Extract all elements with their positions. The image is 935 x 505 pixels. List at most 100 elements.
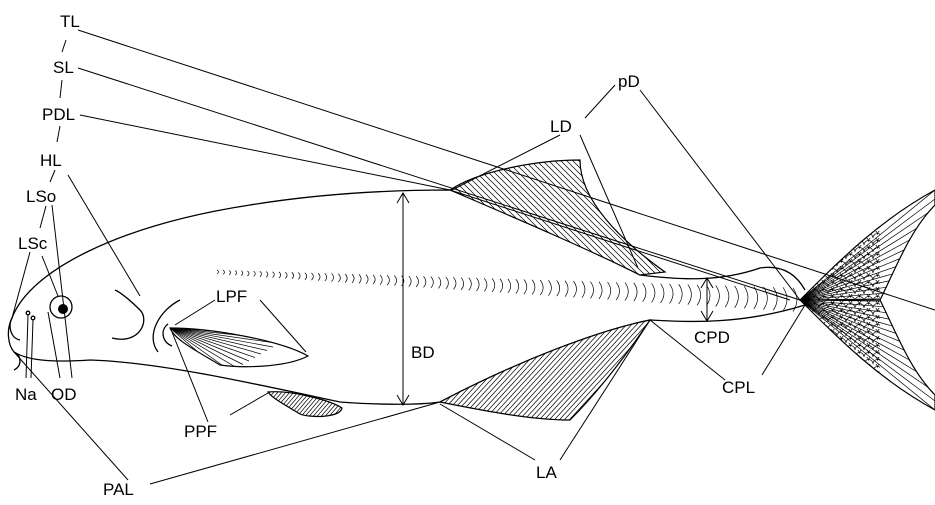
fin-ray bbox=[170, 328, 232, 367]
cpd-arrow bbox=[700, 277, 714, 322]
lateral-line-scute bbox=[222, 269, 225, 275]
fin-ray bbox=[700, 150, 840, 290]
lateral-line-scute bbox=[483, 278, 488, 292]
lateral-line-scute bbox=[499, 278, 504, 293]
label-pal: PAL bbox=[103, 480, 134, 499]
fin-ray bbox=[450, 160, 493, 275]
ld-label-line-right bbox=[579, 134, 639, 269]
lateral-line-scute bbox=[331, 273, 334, 282]
lsc-line-od bbox=[41, 255, 59, 297]
fin-ray bbox=[170, 328, 274, 348]
fin-ray bbox=[450, 160, 505, 275]
lateral-line-scute bbox=[386, 275, 390, 286]
pdl-line bbox=[79, 114, 451, 191]
fin-ray bbox=[450, 160, 499, 275]
lateral-line-scute bbox=[642, 282, 647, 302]
lateral-line-scute bbox=[304, 272, 308, 280]
fin-ray bbox=[450, 160, 457, 275]
lateral-line-scute bbox=[539, 279, 544, 296]
lateral-line-scute bbox=[241, 270, 244, 276]
fin-ray bbox=[304, 150, 444, 290]
lateral-line-scute bbox=[772, 286, 778, 311]
label-lpf: LPF bbox=[216, 287, 247, 306]
fin-ray bbox=[170, 328, 268, 351]
nostril-anterior bbox=[25, 310, 31, 316]
fin-ray bbox=[591, 160, 665, 275]
label-bd: BD bbox=[411, 343, 435, 362]
na-line-2 bbox=[30, 319, 34, 379]
lateral-line-scute bbox=[607, 281, 612, 300]
fin-ray bbox=[440, 320, 481, 420]
fin-ray bbox=[800, 207, 935, 300]
chain-pdl-hl bbox=[56, 125, 61, 143]
fin-ray bbox=[313, 391, 342, 417]
fin-ray bbox=[305, 391, 337, 417]
fin-ray bbox=[440, 320, 496, 420]
lateral-line-scute bbox=[453, 277, 457, 290]
fin-ray bbox=[645, 160, 665, 275]
fin-ray bbox=[440, 320, 446, 420]
lso-line-od bbox=[51, 204, 73, 379]
ld-label-line-left bbox=[451, 134, 561, 191]
fin-ray bbox=[525, 160, 665, 275]
head-mouth bbox=[9, 317, 21, 371]
lateral-line-scute bbox=[687, 284, 692, 305]
lateral-line bbox=[216, 269, 798, 312]
fin-ray bbox=[440, 320, 476, 420]
nostril-posterior bbox=[30, 315, 36, 321]
fin-ray bbox=[170, 328, 238, 367]
fin-ray bbox=[529, 320, 641, 420]
pd-line bbox=[639, 89, 801, 301]
chain-lso-lsc bbox=[39, 205, 47, 229]
pal-line-anal bbox=[149, 401, 441, 485]
lateral-line-scute bbox=[624, 282, 629, 301]
fin-ray bbox=[544, 320, 650, 420]
fin-ray bbox=[603, 160, 665, 275]
fin-ray bbox=[325, 310, 435, 430]
lateral-line-scute bbox=[753, 286, 758, 310]
label-ppf: PPF bbox=[184, 422, 217, 441]
fin-ray bbox=[651, 160, 665, 275]
lateral-line-scute bbox=[651, 283, 656, 303]
cpl-line-1 bbox=[649, 319, 726, 381]
fin-ray bbox=[274, 150, 414, 290]
lpf-line-base bbox=[174, 299, 216, 326]
fin-ray bbox=[301, 391, 333, 417]
lateral-line-scute bbox=[228, 270, 231, 276]
lateral-line-scute bbox=[272, 271, 275, 278]
lpf-line-tip bbox=[259, 299, 307, 353]
fin-ray bbox=[513, 160, 655, 275]
fin-ray bbox=[531, 160, 665, 275]
lateral-line-scute bbox=[715, 285, 720, 307]
fin-ray bbox=[170, 328, 308, 329]
label-lsc: LSc bbox=[18, 234, 48, 253]
fin-ray bbox=[597, 160, 665, 275]
lateral-line-scute bbox=[358, 274, 362, 284]
fin-ray bbox=[800, 300, 935, 410]
fin-ray bbox=[268, 150, 408, 290]
bd-arrow bbox=[396, 192, 410, 406]
label-cpd: CPD bbox=[694, 328, 730, 347]
lateral-line-scute bbox=[669, 283, 674, 304]
fin-ray bbox=[440, 320, 486, 420]
body-ventral-outline bbox=[7, 304, 806, 405]
lateral-line-scute bbox=[556, 280, 561, 297]
lateral-line-scute bbox=[324, 273, 328, 282]
fin-ray bbox=[170, 328, 256, 358]
lateral-line-scute bbox=[430, 276, 434, 289]
fin-ray bbox=[268, 391, 281, 417]
fin-ray bbox=[440, 320, 501, 420]
fin-ray bbox=[262, 150, 402, 290]
pupil bbox=[58, 304, 68, 314]
lateral-line-scute bbox=[564, 280, 569, 297]
lateral-line-scute bbox=[696, 284, 702, 306]
label-hl: HL bbox=[40, 151, 62, 170]
lateral-line-scute bbox=[415, 275, 419, 288]
chain-sl-pdl bbox=[59, 79, 63, 99]
lateral-line-scute bbox=[633, 282, 638, 302]
lateral-line-scute bbox=[734, 285, 739, 308]
lateral-line-scute bbox=[247, 270, 250, 277]
fin-ray bbox=[256, 150, 396, 290]
sl-line bbox=[77, 67, 801, 301]
